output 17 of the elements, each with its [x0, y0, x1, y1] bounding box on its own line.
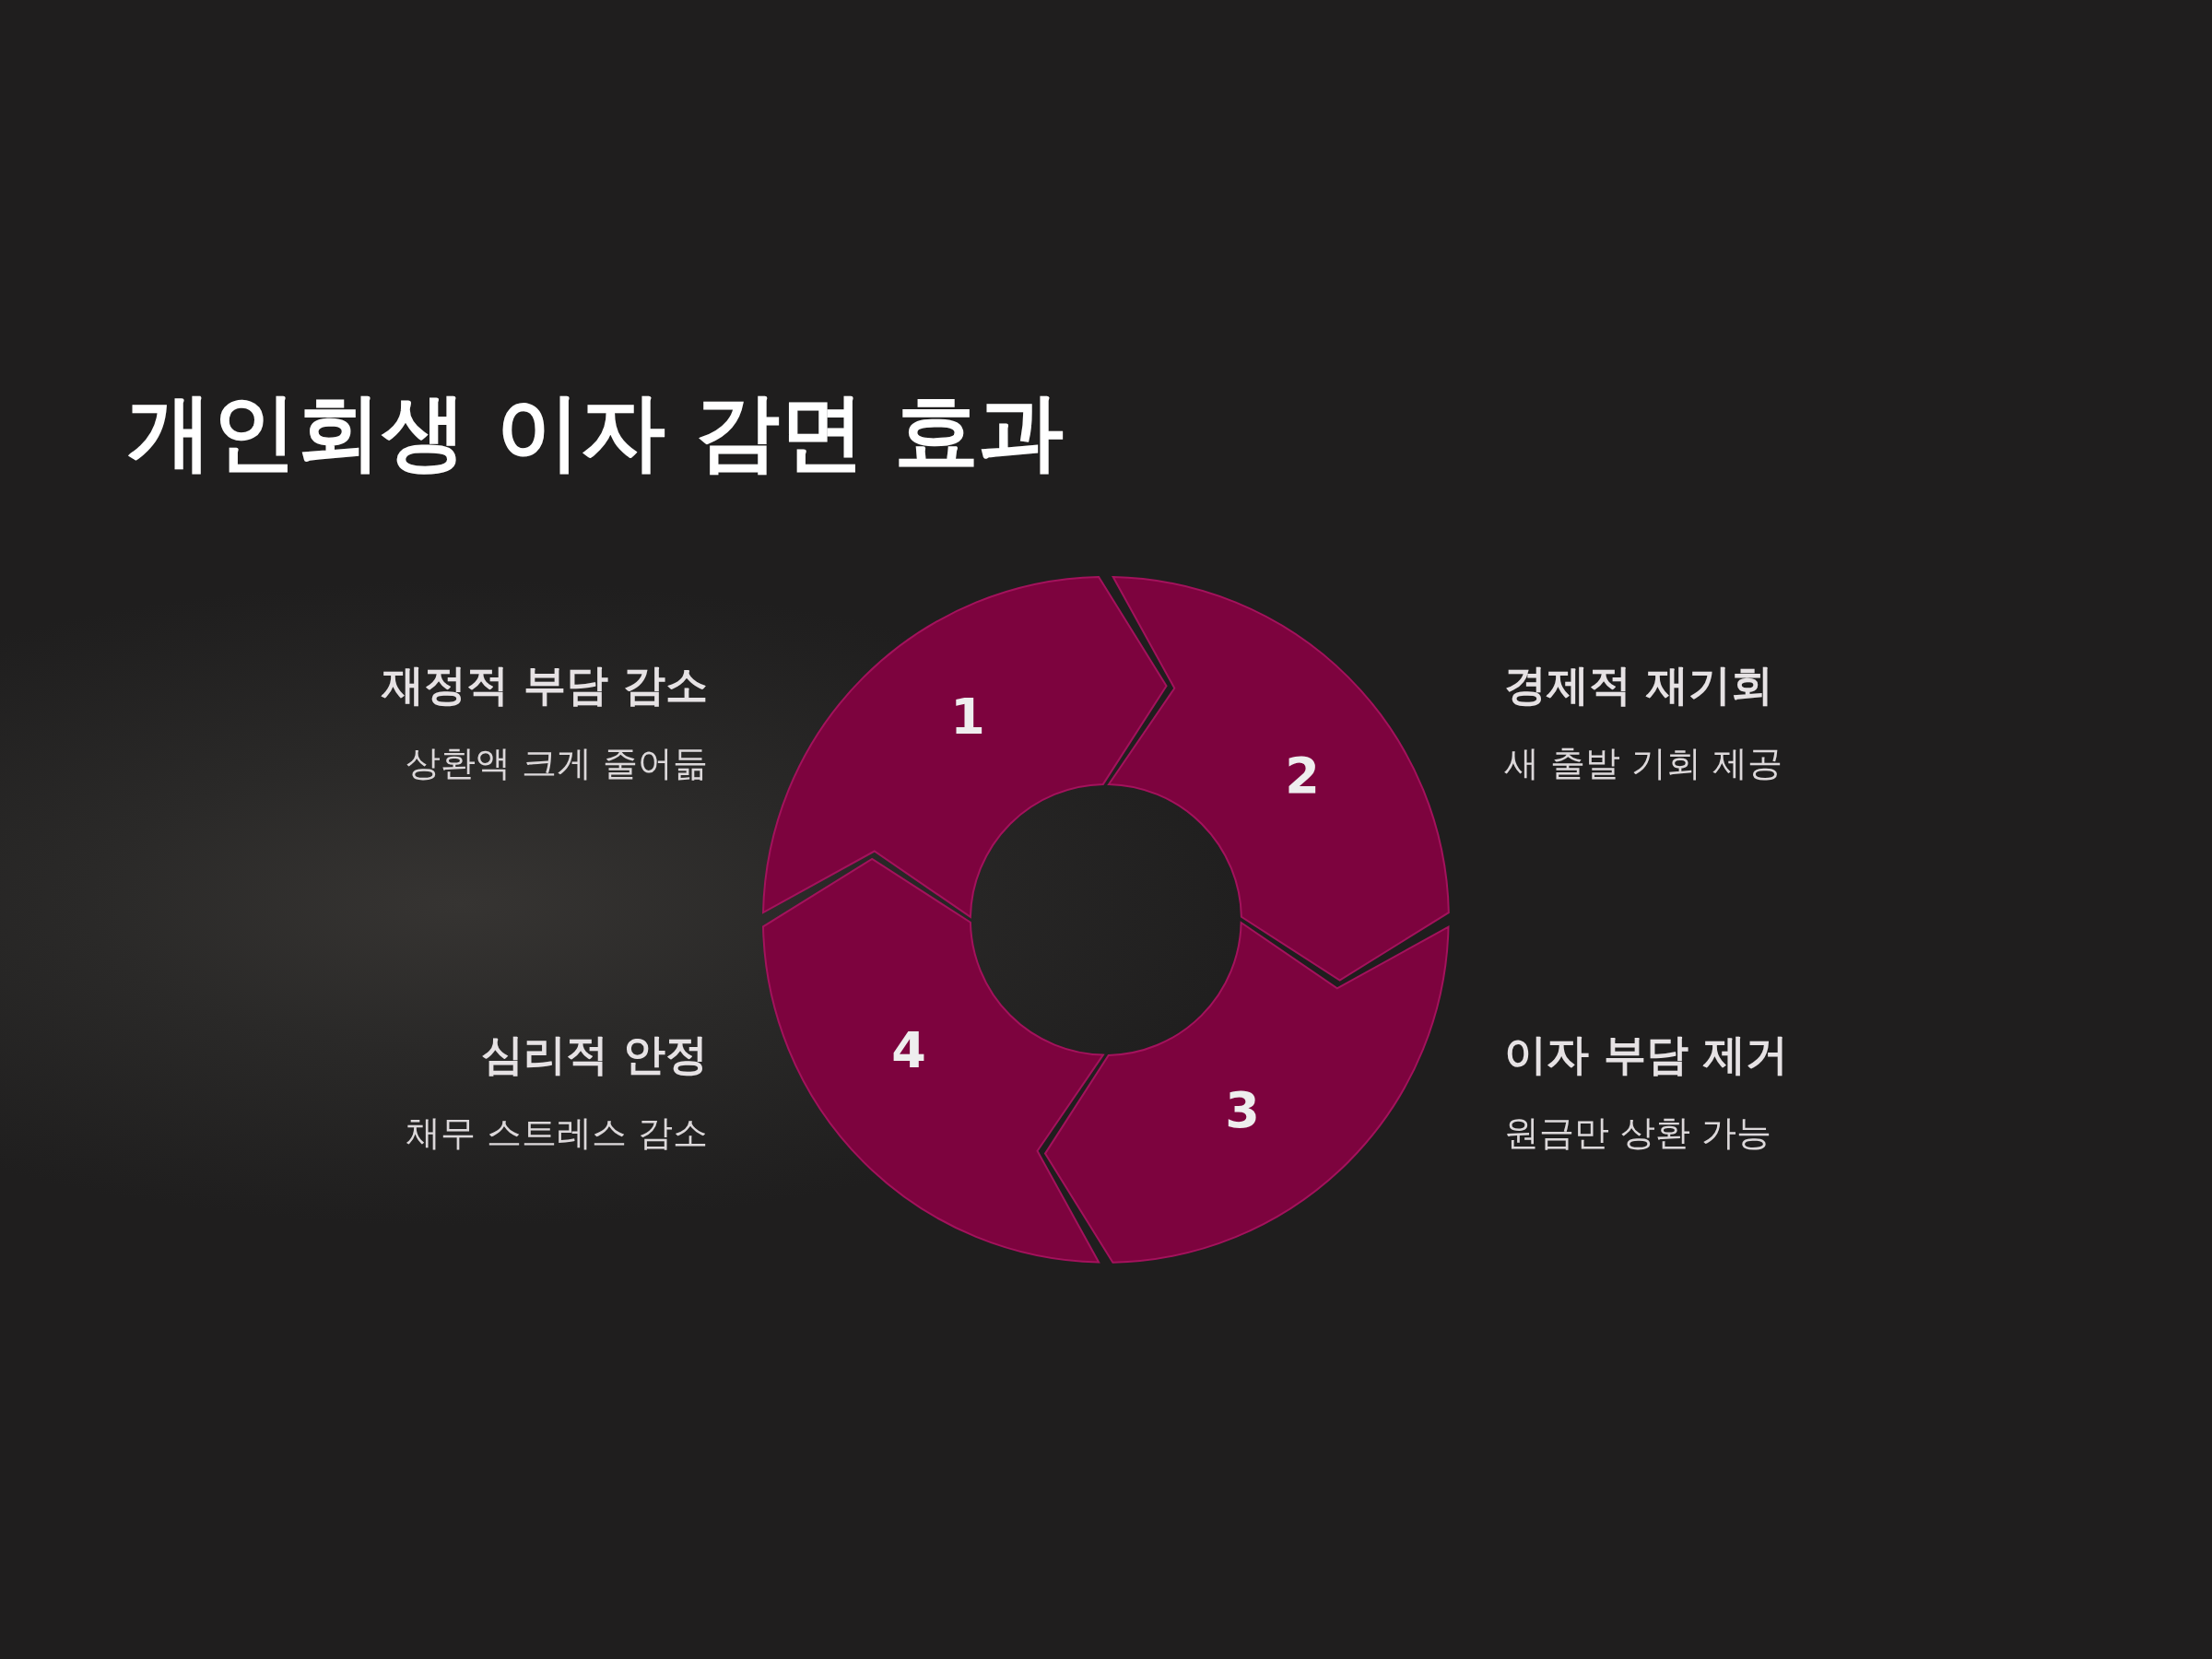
benefit-description: 새 출발 기회 제공: [1504, 745, 1783, 783]
benefit-heading: 이자 부담 제거: [1504, 1031, 1789, 1078]
step-number: 3: [1225, 1086, 1260, 1135]
ring-segment: [1109, 577, 1449, 981]
benefit-heading: 경제적 재기회: [1504, 662, 1773, 709]
benefit-description: 채무 스트레스 감소: [405, 1114, 708, 1153]
benefit-description: 상환액 크게 줄어듦: [405, 745, 708, 783]
ring-segment: [1045, 923, 1449, 1263]
benefit-description: 원금만 상환 가능: [1504, 1114, 1772, 1153]
ring-segment: [763, 577, 1167, 917]
benefit-heading: 심리적 안정: [481, 1031, 708, 1078]
step-number: 1: [950, 692, 985, 742]
ring-segment: [763, 859, 1103, 1263]
page-title: 개인회생 이자 감면 효과: [127, 385, 1065, 479]
benefit-heading: 재정적 부담 감소: [381, 662, 708, 709]
step-number: 2: [1285, 751, 1320, 801]
step-number: 4: [891, 1026, 926, 1076]
